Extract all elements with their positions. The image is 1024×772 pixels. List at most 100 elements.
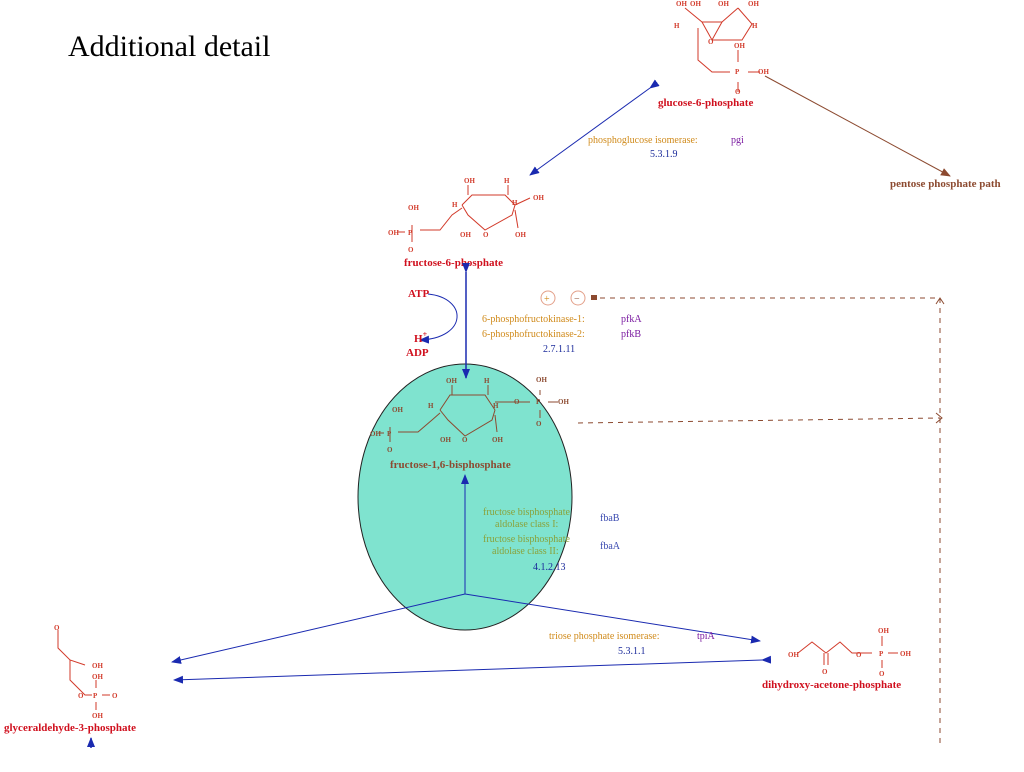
fructose-6-phosphate-label: fructose-6-phosphate bbox=[404, 257, 503, 269]
fructose-6-phosphate-atoms: OH H H H OH O OH OH OH OH P O bbox=[388, 177, 544, 254]
feedback-arrowhead-top bbox=[935, 297, 945, 305]
atom-label: H bbox=[484, 377, 490, 385]
atom-label: OH bbox=[392, 406, 403, 414]
atom-label: H bbox=[512, 199, 518, 207]
atom-label: H bbox=[504, 177, 510, 185]
tpi-ec-number: 5.3.1.1 bbox=[618, 646, 646, 657]
pentose-phosphate-path-label: pentose phosphate path bbox=[890, 178, 1001, 190]
atom-label: OH bbox=[788, 651, 799, 659]
atom-label: OH bbox=[533, 194, 544, 202]
dihydroxy-acetone-phosphate-structure bbox=[797, 636, 898, 668]
atom-label: OH bbox=[388, 229, 399, 237]
atom-label: OH bbox=[446, 377, 457, 385]
fba1-enzyme-name-line2: aldolase class I: bbox=[495, 519, 558, 530]
inhibitor-marker bbox=[570, 290, 586, 306]
atom-label: OH bbox=[92, 673, 103, 681]
atom-label: O bbox=[483, 231, 489, 239]
atom-label: O bbox=[78, 692, 84, 700]
glucose-6-phosphate-atoms: OH OH OH OH H H O OH P OH O bbox=[674, 0, 769, 96]
atom-label: H bbox=[752, 22, 758, 30]
atom-label: O bbox=[514, 398, 520, 406]
atom-label: OH bbox=[900, 650, 911, 658]
fba-ec-number: 4.1.2.13 bbox=[533, 562, 566, 573]
atom-label: O bbox=[462, 436, 468, 444]
glyceraldehyde-3-phosphate-atoms: O OH OH O P O OH bbox=[54, 624, 118, 720]
atom-label: OH bbox=[460, 231, 471, 239]
glyceraldehyde-3-phosphate-structure bbox=[57, 630, 110, 710]
fba1-gene: fbaB bbox=[600, 513, 620, 524]
fba1-enzyme-name-line1: fructose bisphosphate bbox=[483, 507, 570, 518]
inhibitor-symbol: − bbox=[574, 294, 580, 305]
atom-label: O bbox=[735, 88, 741, 96]
atom-label: O bbox=[879, 670, 885, 678]
atom-label: OH bbox=[408, 204, 419, 212]
atom-label: OH bbox=[492, 436, 503, 444]
pfk-ec-number: 2.7.1.11 bbox=[543, 344, 575, 355]
atp-adp-cofactor-arrow bbox=[419, 293, 458, 344]
ppp-arrow bbox=[764, 75, 951, 177]
pfk1-gene: pfkA bbox=[621, 314, 642, 325]
atom-label: P bbox=[387, 430, 392, 438]
atom-label: OH bbox=[370, 430, 381, 438]
atom-label: O bbox=[708, 38, 714, 46]
tpi-gene: tpiA bbox=[697, 631, 716, 642]
fba2-enzyme-name-line1: fructose bisphosphate bbox=[483, 534, 570, 545]
pfk1-enzyme-name: 6-phosphofructokinase-1: bbox=[482, 314, 585, 325]
atp-label: ATP bbox=[408, 288, 429, 300]
atom-label: H bbox=[493, 402, 499, 410]
inhibitor-arrowhead bbox=[591, 295, 597, 300]
atom-label: OH bbox=[558, 398, 569, 406]
pgi-reaction-arrow bbox=[529, 79, 660, 176]
atom-label: OH bbox=[758, 68, 769, 76]
regulation-feedback-lines bbox=[577, 297, 941, 745]
atom-label: O bbox=[112, 692, 118, 700]
atom-label: H bbox=[452, 201, 458, 209]
pgi-gene: pgi bbox=[731, 135, 744, 146]
atom-label: O bbox=[536, 420, 542, 428]
atom-label: OH bbox=[92, 662, 103, 670]
atom-label: OH bbox=[734, 42, 745, 50]
atom-label: P bbox=[879, 650, 884, 658]
glyceraldehyde-3-phosphate-label: glyceraldehyde-3-phosphate bbox=[4, 722, 136, 734]
atom-label: P bbox=[93, 692, 98, 700]
atom-label: OH bbox=[690, 0, 701, 8]
atom-label: OH bbox=[878, 627, 889, 635]
atom-label: OH bbox=[748, 0, 759, 8]
atom-label: P bbox=[408, 229, 413, 237]
atom-label: OH bbox=[676, 0, 687, 8]
h-plus-label: H+ bbox=[414, 330, 428, 345]
atom-label: O bbox=[387, 446, 393, 454]
fba-arrow-to-gap bbox=[171, 593, 466, 664]
activator-symbol: + bbox=[544, 294, 550, 305]
pgi-enzyme-name: phosphoglucose isomerase: bbox=[588, 135, 698, 146]
fructose-6-phosphate-structure bbox=[398, 185, 531, 242]
atom-label: O bbox=[408, 246, 414, 254]
fructose-1-6-bisphosphate-structure bbox=[378, 385, 558, 442]
glucose-6-phosphate-structure bbox=[684, 7, 760, 92]
atom-label: OH bbox=[718, 0, 729, 8]
atom-label: OH bbox=[536, 376, 547, 384]
atom-label: P bbox=[536, 398, 541, 406]
atom-label: P bbox=[735, 68, 740, 76]
pfk2-enzyme-name: 6-phosphofructokinase-2: bbox=[482, 329, 585, 340]
glucose-6-phosphate-label: glucose-6-phosphate bbox=[658, 97, 753, 109]
atom-label: O bbox=[822, 668, 828, 676]
atom-label: O bbox=[54, 624, 60, 632]
slide-title: Additional detail bbox=[68, 30, 271, 63]
tpi-enzyme-name: triose phosphate isomerase: bbox=[549, 631, 660, 642]
pfk2-gene: pfkB bbox=[621, 329, 641, 340]
fba2-enzyme-name-line2: aldolase class II: bbox=[492, 546, 559, 557]
dihydroxy-acetone-phosphate-label: dihydroxy-acetone-phosphate bbox=[762, 679, 901, 691]
atom-label: OH bbox=[92, 712, 103, 720]
atom-label: OH bbox=[515, 231, 526, 239]
atom-label: H bbox=[674, 22, 680, 30]
activator-marker bbox=[540, 290, 556, 306]
tpi-reaction-arrow bbox=[173, 655, 772, 684]
fba-arrow-to-dhap bbox=[464, 593, 761, 644]
pgi-ec-number: 5.3.1.9 bbox=[650, 149, 678, 160]
fructose-1-6-bisphosphate-label: fructose-1,6-bisphosphate bbox=[390, 459, 511, 471]
fructose-1-6-bisphosphate-atoms: OH H OH H H O P OH O OH O OH OH OH P O bbox=[370, 376, 569, 454]
adp-label: ADP bbox=[406, 347, 429, 359]
